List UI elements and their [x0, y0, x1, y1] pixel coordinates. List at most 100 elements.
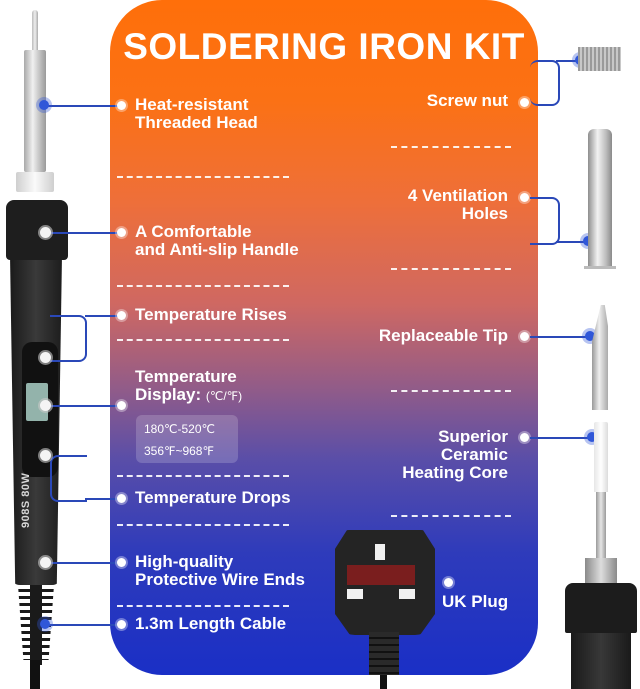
- label-line: Superior: [438, 427, 508, 446]
- marker-dot-icon: [40, 227, 51, 238]
- dashed-divider: [117, 339, 289, 341]
- connector-line: [44, 105, 120, 107]
- celsius-range: 180℃-520℃: [144, 422, 215, 436]
- label-replaceable-tip: Replaceable Tip: [378, 326, 508, 345]
- connector-line: [48, 624, 120, 626]
- label-uk-plug: UK Plug: [442, 592, 509, 611]
- ceramic-core-shaft: [596, 492, 606, 558]
- marker-dot-icon: [40, 619, 50, 629]
- iron-nut: [16, 172, 54, 192]
- connector-line: [85, 498, 120, 500]
- iron-tip: [32, 10, 38, 55]
- feature-card: SOLDERING IRON KIT: [110, 0, 538, 675]
- plug-live-pin: [347, 589, 363, 599]
- bullet-icon: [117, 558, 126, 567]
- connector-line: [48, 232, 120, 234]
- dashed-divider: [117, 524, 289, 526]
- label-heat-resistant-head: Heat-resistant Threaded Head: [135, 96, 258, 132]
- iron-cable: [30, 660, 40, 689]
- bullet-icon: [520, 433, 529, 442]
- marker-dot-icon: [40, 450, 51, 461]
- label-ceramic-core: Superior Ceramic Heating Core: [360, 428, 508, 482]
- label-line: Ceramic: [440, 445, 508, 464]
- label-cable-length: 1.3m Length Cable: [135, 614, 287, 633]
- connector-line: [556, 60, 580, 62]
- ceramic-core-image: [594, 422, 608, 492]
- dashed-divider: [391, 515, 511, 517]
- dashed-divider: [117, 605, 289, 607]
- ventilation-tube-base: [584, 266, 616, 269]
- label-line: Threaded Head: [135, 113, 258, 132]
- dashed-divider: [391, 146, 511, 148]
- ceramic-core-nut: [585, 558, 617, 583]
- dashed-divider: [391, 268, 511, 270]
- label-temperature-rises: Temperature Rises: [135, 305, 287, 324]
- plug-earth-pin: [375, 544, 385, 560]
- connector-line: [530, 336, 588, 338]
- label-line: High-quality: [135, 552, 234, 571]
- marker-dot-icon: [40, 352, 51, 363]
- label-comfortable-handle: A Comfortable and Anti-slip Handle: [135, 223, 299, 259]
- dashed-divider: [391, 390, 511, 392]
- plug-neutral-pin: [399, 589, 415, 599]
- marker-dot-icon: [40, 400, 51, 411]
- bullet-icon: [117, 311, 126, 320]
- connector-line: [85, 315, 120, 317]
- label-line: Heat-resistant: [135, 95, 249, 114]
- marker-dot-icon: [40, 557, 51, 568]
- bullet-icon: [520, 98, 529, 107]
- label-line: 4 Ventilation: [407, 186, 508, 205]
- label-line: A Comfortable: [135, 222, 252, 241]
- dashed-divider: [117, 475, 289, 477]
- marker-dot-icon: [587, 432, 597, 442]
- label-line: Holes: [461, 204, 508, 223]
- bullet-icon: [117, 228, 126, 237]
- connector-line: [50, 455, 87, 502]
- marker-dot-icon: [585, 331, 595, 341]
- connector-line: [530, 197, 560, 245]
- screw-nut-image: [578, 47, 621, 71]
- iron-lcd-display: [26, 383, 48, 421]
- dashed-divider: [117, 176, 289, 178]
- iron-barrel: [24, 50, 46, 172]
- bullet-icon: [117, 620, 126, 629]
- label-line: Protective Wire Ends: [135, 570, 305, 589]
- connector-line: [50, 405, 120, 407]
- plug-strain-relief: [369, 632, 399, 675]
- connector-line: [50, 315, 87, 362]
- label-text: Display:: [135, 385, 202, 404]
- plug-cable: [380, 675, 387, 689]
- bullet-icon: [117, 494, 126, 503]
- bullet-icon: [117, 101, 126, 110]
- label-temperature-drops: Temperature Drops: [135, 488, 291, 507]
- temperature-range-box: 180℃-520℃ 356℉~968℉: [136, 415, 238, 463]
- unit-text: (℃/℉): [205, 389, 243, 403]
- label-line: and Anti-slip Handle: [135, 240, 299, 259]
- connector-line: [50, 562, 120, 564]
- ceramic-core-handle: [571, 630, 631, 689]
- bullet-icon: [520, 193, 529, 202]
- ceramic-core-collar: [565, 583, 637, 633]
- label-line: Heating Core: [402, 463, 508, 482]
- bullet-icon: [117, 401, 126, 410]
- label-protective-wire-ends: High-quality Protective Wire Ends: [135, 553, 305, 589]
- label-ventilation-holes: 4 Ventilation Holes: [360, 187, 508, 223]
- fahrenheit-range: 356℉~968℉: [144, 444, 214, 458]
- plug-fuse-cover: [347, 565, 415, 585]
- connector-line: [530, 60, 560, 106]
- marker-dot-icon: [39, 100, 49, 110]
- ventilation-tube-image: [588, 129, 612, 267]
- connector-line: [530, 437, 590, 439]
- label-screw-nut: Screw nut: [426, 91, 508, 110]
- replaceable-tip-image: [592, 305, 608, 410]
- connector-line: [556, 241, 588, 243]
- iron-collar: [6, 200, 68, 260]
- label-line: Temperature: [135, 367, 237, 386]
- iron-strain-core: [30, 585, 42, 665]
- label-temperature-display: Temperature Display: (℃/℉): [135, 368, 242, 405]
- bullet-icon: [520, 332, 529, 341]
- page-title: SOLDERING IRON KIT: [123, 26, 525, 67]
- dashed-divider: [117, 285, 289, 287]
- label-line: Display: (℃/℉): [135, 386, 242, 405]
- bullet-icon: [444, 578, 453, 587]
